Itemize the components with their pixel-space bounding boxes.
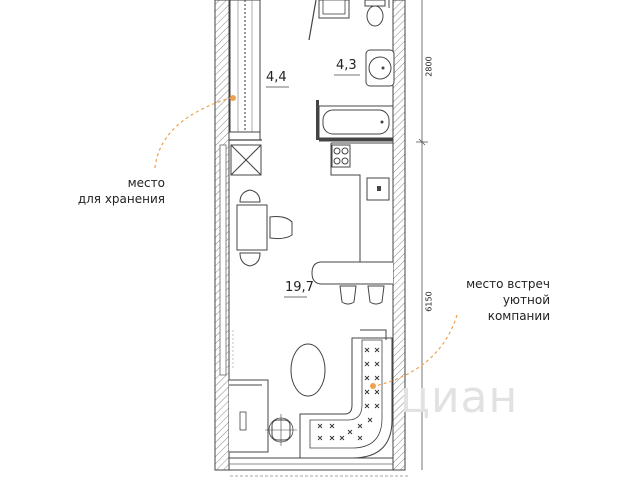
- chair: [239, 252, 261, 267]
- stove: [331, 144, 351, 168]
- corner-sofa: [299, 337, 393, 459]
- desk: [229, 379, 269, 453]
- bar-stool: [367, 285, 385, 305]
- storage-annotation-line2: для хранения: [77, 192, 165, 206]
- storage-annotation-line1: место: [127, 176, 165, 190]
- left-window: [219, 144, 227, 376]
- living-area-label: 19,7: [285, 280, 314, 295]
- hall-area-label: 4,4: [266, 70, 287, 85]
- company-annotation-line1: место встреч: [466, 277, 550, 291]
- company-annotation-line2: уютной компании: [487, 293, 550, 323]
- bath-area-label: 4,3: [336, 58, 357, 73]
- toilet: [366, 5, 384, 27]
- company-callout-line: [374, 314, 458, 387]
- storage-callout-dot: [230, 95, 236, 101]
- storage-annotation: место для хранения: [60, 175, 165, 207]
- right-wall: [392, 0, 406, 471]
- sofa-tufting: [317, 347, 380, 441]
- company-callout-dot: [370, 383, 376, 389]
- company-annotation: место встреч уютной компании: [440, 276, 550, 324]
- chair: [269, 216, 293, 240]
- chair: [239, 189, 261, 203]
- dimension-upper: 2800: [424, 56, 434, 77]
- kitchen-counter: [330, 142, 393, 262]
- dimension-lower: 6150: [424, 291, 434, 312]
- bar-counter: [311, 261, 393, 285]
- bath-partition: [308, 0, 317, 41]
- watermark-logo: циан: [400, 372, 519, 423]
- bar-stool: [339, 285, 357, 305]
- coffee-table: [290, 343, 326, 397]
- dining-table: [236, 204, 268, 251]
